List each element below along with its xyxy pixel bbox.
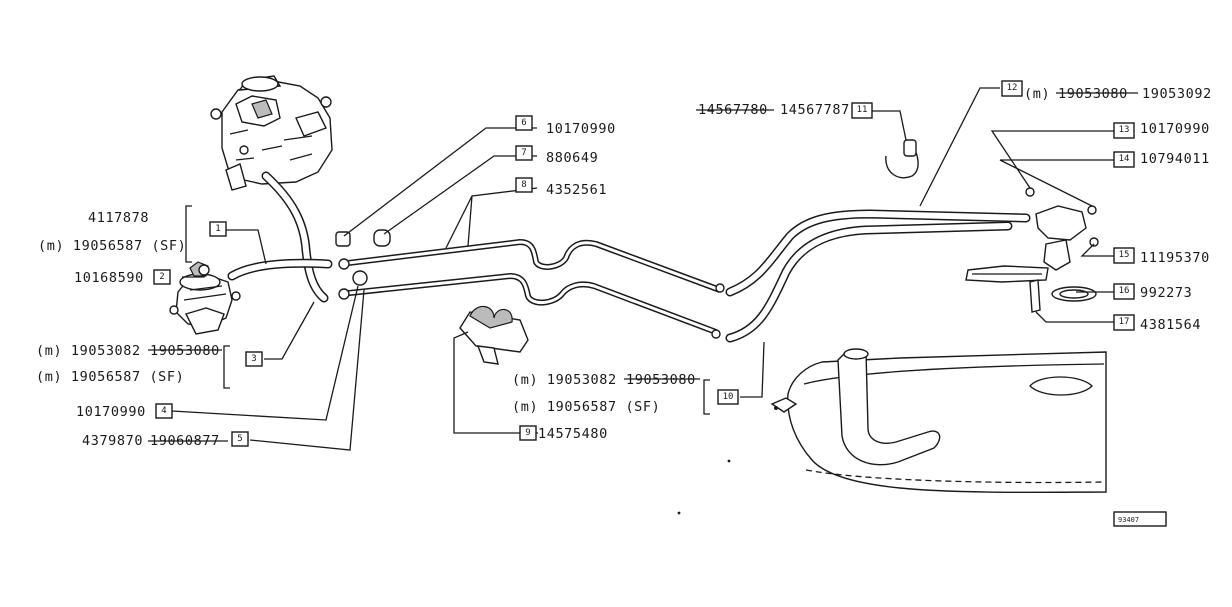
callout-17-number: 17 <box>1119 317 1130 327</box>
callout-14-line-1: 10794011 <box>1140 151 1210 167</box>
callout-6-line-1: 10170990 <box>546 121 616 137</box>
callout-5[interactable]: 4379870 19060877 5 <box>82 431 249 449</box>
callout-6-box <box>515 115 533 131</box>
callout-10-superseded: 19053080 <box>626 372 696 388</box>
callout-15-box <box>1113 247 1135 264</box>
callout-6[interactable]: 6 10170990 <box>515 115 616 137</box>
pipe-upper <box>339 239 722 293</box>
callout-2-number: 2 <box>159 272 164 282</box>
callout-3[interactable]: (m) 19053082 19053080 (m) 19056587 (SF) … <box>36 343 263 385</box>
figure-code: 93407 <box>1113 511 1167 527</box>
callout-14[interactable]: 14 10794011 <box>1113 151 1210 168</box>
fuel-pump-drawing <box>169 261 241 335</box>
callout-12-prefix: (m) <box>1024 86 1050 102</box>
stray-dot <box>727 459 731 463</box>
fuel-tank-drawing <box>770 348 1107 494</box>
callout-1-number: 1 <box>215 224 220 234</box>
callout-10-box <box>717 389 739 405</box>
callout-13-line-1: 10170990 <box>1140 121 1210 137</box>
callout-2-box <box>153 269 171 285</box>
callout-1-line-1: 4117878 <box>88 210 149 226</box>
callout-3-superseded: 19053080 <box>150 343 220 359</box>
callout-9-line-1: 14575480 <box>538 426 608 442</box>
hose-rear-upper <box>725 209 1031 297</box>
callout-8-box <box>515 177 533 193</box>
callout-8-line-1: 4352561 <box>546 182 607 198</box>
callout-15-number: 15 <box>1119 250 1130 260</box>
callout-10-line-1: (m) 19053082 <box>512 372 617 388</box>
callout-11-box <box>851 102 873 119</box>
pipe-lower <box>339 273 718 335</box>
hose-carb-to-pump <box>261 171 329 303</box>
callout-7-box <box>515 145 533 161</box>
callout-3-box <box>245 351 263 367</box>
callout-7[interactable]: 7 880649 <box>515 145 598 166</box>
callout-6-number: 6 <box>521 118 526 128</box>
callout-7-line-1: 880649 <box>546 150 598 166</box>
callout-12-superseded: 19053080 <box>1058 86 1128 102</box>
callout-16-line-1: 992273 <box>1140 285 1192 301</box>
carburetor-drawing <box>210 75 333 191</box>
tank-sender-drawing <box>965 205 1097 313</box>
callout-13[interactable]: 13 10170990 <box>1113 121 1210 139</box>
callout-2-line-1: 10168590 <box>74 270 144 286</box>
callout-9-number: 9 <box>525 428 530 438</box>
callout-12-line-1: 19053092 <box>1142 86 1212 102</box>
callout-17[interactable]: 17 4381564 <box>1113 314 1201 333</box>
callout-16-number: 16 <box>1119 286 1130 296</box>
clamp-drawing <box>459 305 529 365</box>
callout-15[interactable]: 15 11195370 <box>1113 247 1210 266</box>
callout-8[interactable]: 8 4352561 <box>515 177 607 198</box>
callout-17-line-1: 4381564 <box>1140 317 1201 333</box>
callout-14-number: 14 <box>1119 154 1130 164</box>
callout-9[interactable]: 9 14575480 <box>519 425 608 442</box>
callout-17-box <box>1113 314 1135 331</box>
callout-16[interactable]: 16 992273 <box>1113 283 1192 301</box>
stray-dot <box>774 406 778 410</box>
callout-12-box <box>1001 80 1023 97</box>
callout-1-box <box>209 221 227 237</box>
callout-5-box <box>231 431 249 447</box>
callout-11-line-1: 14567787 <box>780 102 850 118</box>
callout-14-box <box>1113 151 1135 168</box>
hose-rear-lower <box>725 221 1013 343</box>
callout-4[interactable]: 10170990 4 <box>76 403 173 420</box>
callout-10[interactable]: (m) 19053082 19053080 (m) 19056587 (SF) … <box>512 372 739 415</box>
callout-3-line-2: (m) 19056587 (SF) <box>36 369 184 385</box>
callout-5-line-1: 4379870 <box>82 433 143 449</box>
callout-12-number: 12 <box>1007 83 1018 93</box>
callout-11[interactable]: 14567780 14567787 11 <box>696 102 873 119</box>
callout-3-line-1: (m) 19053082 <box>36 343 141 359</box>
leader-lines <box>171 87 1114 451</box>
callout-9-box <box>519 425 537 441</box>
callout-15-line-1: 11195370 <box>1140 250 1210 266</box>
callout-1-line-2: (m) 19056587 (SF) <box>38 238 186 254</box>
callout-5-number: 5 <box>237 434 242 444</box>
fittings <box>335 139 1099 339</box>
callout-8-number: 8 <box>521 180 526 190</box>
callout-12[interactable]: 12 (m) 19053080 19053092 <box>1001 80 1212 102</box>
callout-11-number: 11 <box>857 105 868 115</box>
callout-10-number: 10 <box>723 392 734 402</box>
callout-16-box <box>1113 283 1135 300</box>
callout-13-box <box>1113 122 1135 139</box>
callout-4-line-1: 10170990 <box>76 404 146 420</box>
callout-3-number: 3 <box>251 354 256 364</box>
callout-4-box <box>155 403 173 419</box>
callout-13-number: 13 <box>1119 125 1130 135</box>
hose-pump-outlet <box>227 258 333 281</box>
callout-1[interactable]: 4117878 (m) 19056587 (SF) 1 <box>38 210 227 254</box>
callout-2[interactable]: 10168590 2 <box>74 269 171 286</box>
callout-4-number: 4 <box>161 406 166 416</box>
figure-code-text: 93407 <box>1118 516 1139 524</box>
figure-code-box <box>1113 511 1167 527</box>
stray-dot <box>677 511 681 515</box>
callout-10-line-2: (m) 19056587 (SF) <box>512 399 660 415</box>
callout-7-number: 7 <box>521 148 526 158</box>
